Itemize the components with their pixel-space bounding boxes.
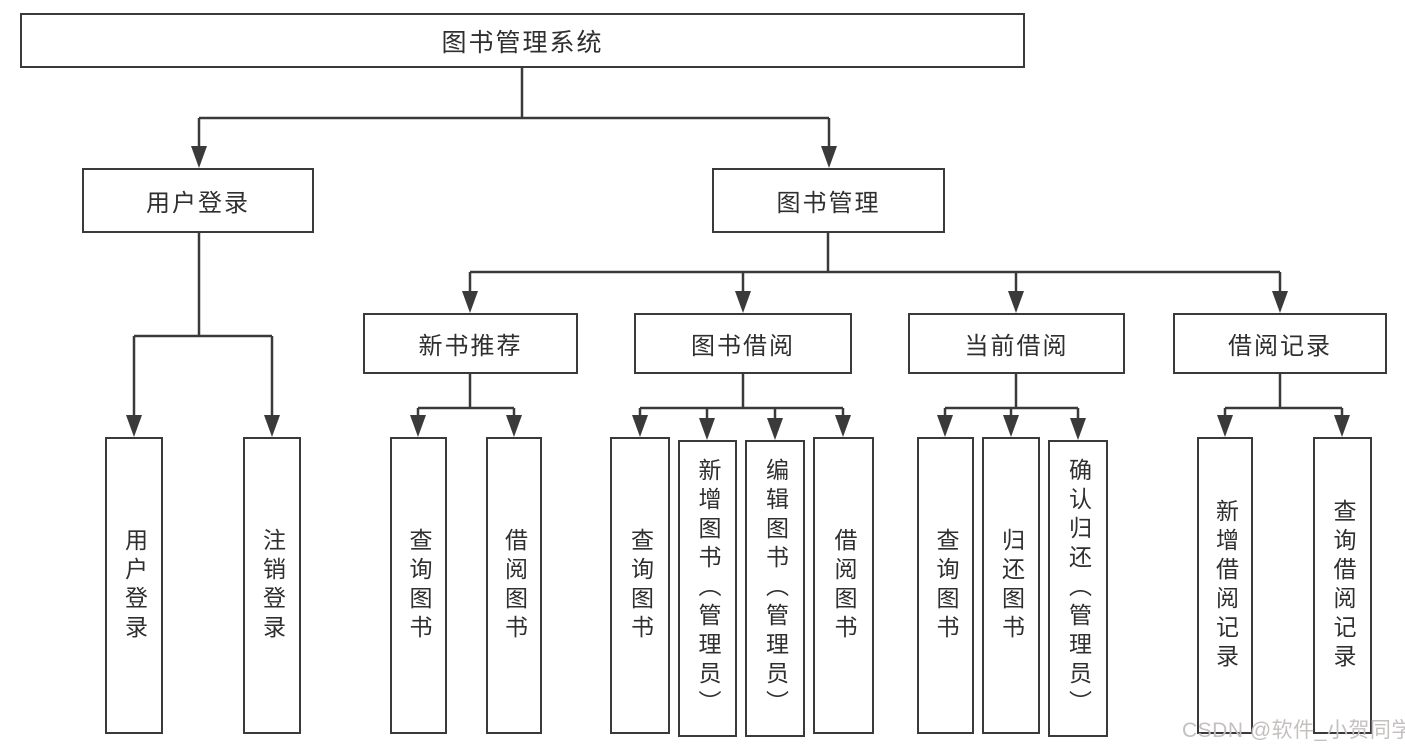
leaf-borrowing-add-books-admin: 新增图书（管理员） [678,440,737,737]
leaf-current-query-books: 查询图书 [917,437,974,734]
leaf-records-add-borrow-record: 新增借阅记录 [1197,437,1253,734]
connector-root-to-level2 [191,68,837,168]
leaf-current-return-books: 归还图书 [982,437,1040,734]
leaf-records-query-borrow-record: 查询借阅记录 [1313,437,1372,734]
leaf-borrowing-borrow-books: 借阅图书 [813,437,874,734]
node-new-book-recommend: 新书推荐 [363,313,578,374]
leaf-user-login: 用户登录 [105,437,163,734]
csdn-watermark: CSDN @软件_小贺同学 [1182,719,1405,742]
node-book-management: 图书管理 [712,168,945,233]
node-library-management-system: 图书管理系统 [20,13,1025,68]
connector-book-management-children [462,233,1288,313]
node-borrow-records: 借阅记录 [1173,313,1387,374]
connector-current-borrowing-children [937,374,1086,440]
leaf-recommend-borrow-books: 借阅图书 [486,437,542,734]
connector-book-borrowing-children [632,374,851,440]
connector-user-login-children [126,233,280,437]
node-book-borrowing: 图书借阅 [634,313,852,374]
node-current-borrowing: 当前借阅 [908,313,1125,374]
leaf-borrowing-edit-books-admin: 编辑图书（管理员） [745,440,805,737]
connector-borrow-records-children [1217,374,1350,437]
connector-new-book-recommend-children [410,374,522,437]
leaf-borrowing-query-books: 查询图书 [610,437,670,734]
leaf-recommend-query-books: 查询图书 [390,437,447,734]
node-user-login: 用户登录 [82,168,314,233]
leaf-current-confirm-return-admin: 确认归还（管理员） [1048,440,1108,737]
leaf-logout: 注销登录 [243,437,301,734]
